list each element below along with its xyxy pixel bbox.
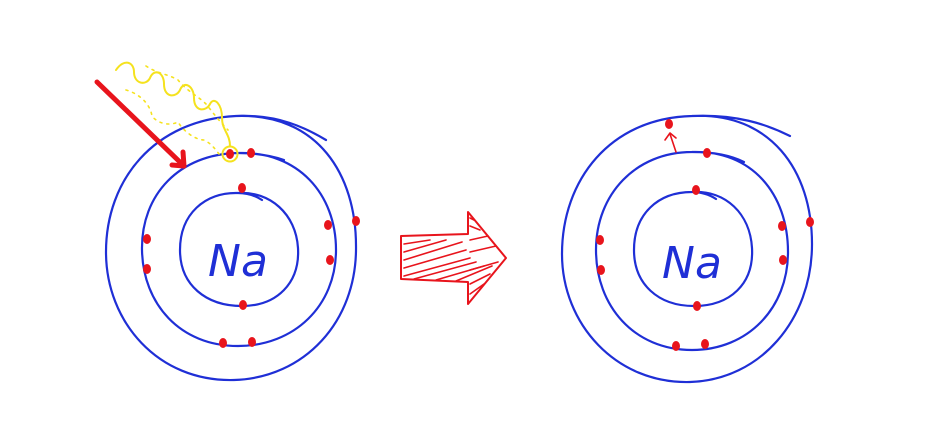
left-atom: Na (104, 114, 360, 382)
right-electron (778, 221, 786, 231)
right-atom-shell-1 (632, 190, 754, 308)
right-electron (693, 301, 701, 311)
right-electron (597, 265, 605, 275)
right-excited-electron (665, 119, 673, 129)
left-atom-element-label: Na (208, 236, 268, 287)
right-atom-element-label: Na (662, 238, 722, 289)
left-electron (326, 255, 334, 265)
right-atom-shell-2 (594, 150, 790, 352)
left-atom-shell-2 (140, 151, 338, 348)
left-electron (238, 183, 246, 193)
left-electron (143, 234, 151, 244)
left-electron (239, 300, 247, 310)
right-electron (703, 148, 711, 158)
small-up-arrow-icon (664, 132, 677, 153)
left-electron (219, 338, 227, 348)
right-atom-shell-3 (560, 114, 814, 384)
left-valence-electron (226, 149, 234, 159)
right-electron (692, 185, 700, 195)
left-atom-shell-1 (178, 191, 300, 308)
right-electron (672, 341, 680, 351)
right-electron (779, 255, 787, 265)
right-electron (806, 217, 814, 227)
left-electron (352, 216, 360, 226)
left-electron (247, 148, 255, 158)
left-electron (324, 220, 332, 230)
right-electron (596, 235, 604, 245)
wavy-light-ray-icon (115, 61, 231, 159)
right-electron (701, 339, 709, 349)
left-atom-shell-3 (104, 114, 358, 382)
left-electron (248, 337, 256, 347)
hatched-right-arrow-icon (400, 211, 507, 305)
left-electron (143, 264, 151, 274)
right-atom: Na (560, 114, 814, 384)
incoming-photon-arrow-icon (94, 79, 187, 169)
